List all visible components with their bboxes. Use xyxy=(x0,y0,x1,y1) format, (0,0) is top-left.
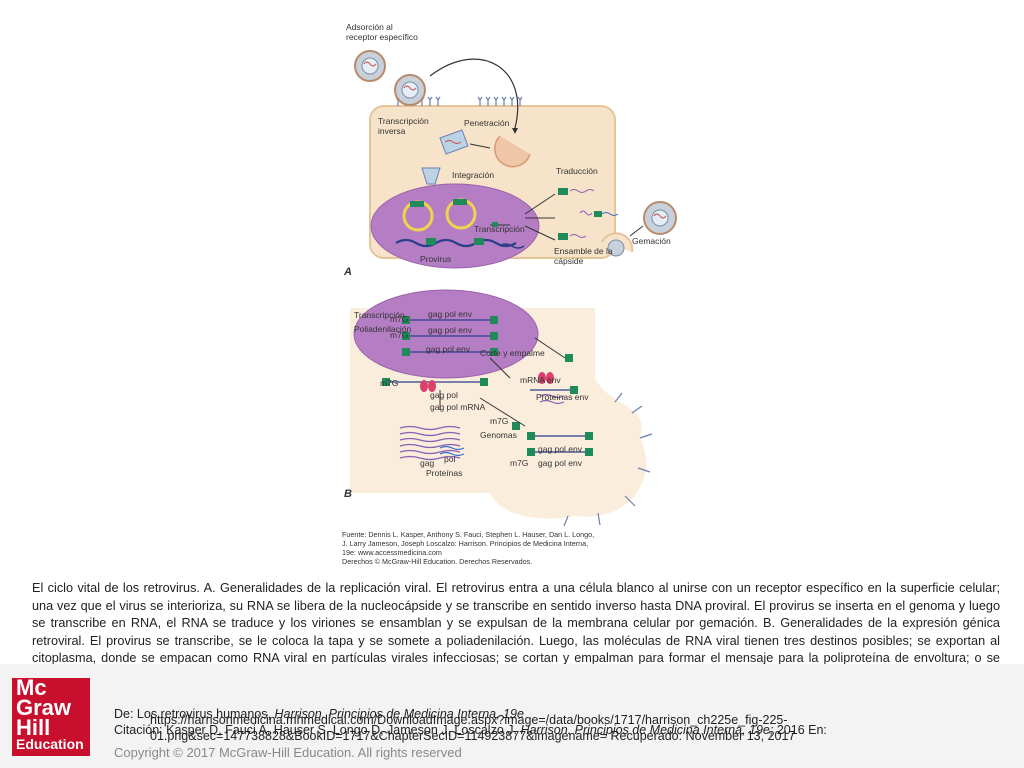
url-line-2[interactable]: 01.png&sec=147738828&BookID=1717&Chapter… xyxy=(150,729,796,743)
label-m7g-5: m7G xyxy=(510,458,529,468)
label-transcripcion: Transcripción xyxy=(474,224,525,234)
mcgraw-hill-logo: Mc Graw Hill Education xyxy=(12,675,90,756)
virion-incoming-1 xyxy=(354,50,386,82)
from-book: Harrison. Principios de Medicina Interna… xyxy=(274,707,524,721)
label-traduccion: Traducción xyxy=(556,166,598,176)
citation-year: 2016 En: xyxy=(776,723,827,737)
panel-b-letter: B xyxy=(344,488,352,500)
citation-book: Harrison. Principios de Medicina Interna… xyxy=(520,723,774,737)
source-line: Fuente: Dennis L. Kasper, Anthony S. Fau… xyxy=(342,530,595,539)
gene-blocks xyxy=(382,316,593,456)
footer-bar xyxy=(0,664,1024,768)
label-pol: pol xyxy=(444,454,456,464)
released-virion xyxy=(643,201,677,235)
label-corte: Corte y empalme xyxy=(480,348,545,358)
provirus-dna xyxy=(395,238,517,248)
source-line: 19e: www.accessmedicina.com xyxy=(342,548,442,557)
label-integracion: Integración xyxy=(452,170,495,180)
label-proteinas-env: Proteínas env xyxy=(536,392,589,402)
panel-a-letter: A xyxy=(344,266,352,278)
figure-source: Fuente: Dennis L. Kasper, Anthony S. Fau… xyxy=(342,530,642,566)
label-gene-row-3: gag pol env xyxy=(426,344,470,354)
mrna-lines xyxy=(390,319,585,453)
label-m7g-4: m7G xyxy=(490,416,509,426)
label-gag-pol-mrna: gag pol mRNA xyxy=(430,402,486,412)
protein-chains xyxy=(399,393,565,461)
label-m7g-1: m7G xyxy=(390,314,409,324)
capsid-integration xyxy=(421,167,441,185)
label-gag-pol-a: gag pol xyxy=(430,390,458,400)
label-provirus: Provirus xyxy=(420,254,452,264)
label-gemacion: Gemación xyxy=(632,236,671,246)
capsid-rt xyxy=(439,129,469,155)
label-b-transcripcion: Transcripción xyxy=(354,310,405,320)
translation-arrows xyxy=(524,193,556,241)
copyright: Copyright © 2017 McGraw-Hill Education. … xyxy=(114,745,462,760)
label-m7g-2: m7G xyxy=(390,330,409,340)
label-transcripcion-inversa: Transcripción inversa xyxy=(378,116,429,136)
label-proteinas: Proteínas xyxy=(426,468,463,478)
budding-virion xyxy=(601,232,634,257)
label-penetracion: Penetración xyxy=(464,118,510,128)
label-gene-row-2: gag pol env xyxy=(428,325,472,335)
label-genomas: Genomas xyxy=(480,430,517,440)
label-ensamble: Ensamble de la cápside xyxy=(554,246,613,266)
logo-education: Education xyxy=(16,736,84,752)
url-line-1[interactable]: https://harrisonmedicina.mhmedical.com/D… xyxy=(150,713,788,727)
label-b-poliadenilacion: Poliadenilación xyxy=(354,324,412,334)
translation-products xyxy=(558,188,619,240)
virion-incoming-2 xyxy=(394,74,426,106)
arrow-entry xyxy=(429,58,519,129)
penetration-vesicle xyxy=(494,135,531,168)
source-line: J. Larry Jameson, Joseph Loscalzo: Harri… xyxy=(342,539,589,548)
label-gag-pol-env-5: gag pol env xyxy=(538,458,582,468)
citation-line: Citación: Kasper D, Fauci A, Hauser S, L… xyxy=(114,722,827,738)
label-gag: gag xyxy=(420,458,435,468)
from-line: De: Los retrovirus humanos, Harrison. Pr… xyxy=(114,706,524,722)
ribosomes xyxy=(420,372,554,392)
logo-text: Mc Graw Hill xyxy=(16,675,72,740)
panel-b-arrows xyxy=(439,337,566,427)
retrovirus-figure: Adsorción al receptor específico Transcr… xyxy=(340,18,690,570)
bud-spikes xyxy=(563,392,653,527)
label-gene-row-1: gag pol env xyxy=(428,309,472,319)
figure-drawing xyxy=(350,50,677,527)
citation-prefix: Citación: Kasper D, Fauci A, Hauser S, L… xyxy=(114,723,517,737)
label-m7g-3: m7G xyxy=(380,378,399,388)
label-gag-pol-env-4: gag pol env xyxy=(538,444,582,454)
label-adsorcion: Adsorción al receptor específico xyxy=(346,22,418,42)
from-prefix: De: Los retrovirus humanos, xyxy=(114,707,272,721)
label-mrna-env: mRNA env xyxy=(520,375,561,385)
source-line: Derechos © McGraw-Hill Education. Derech… xyxy=(342,557,533,566)
